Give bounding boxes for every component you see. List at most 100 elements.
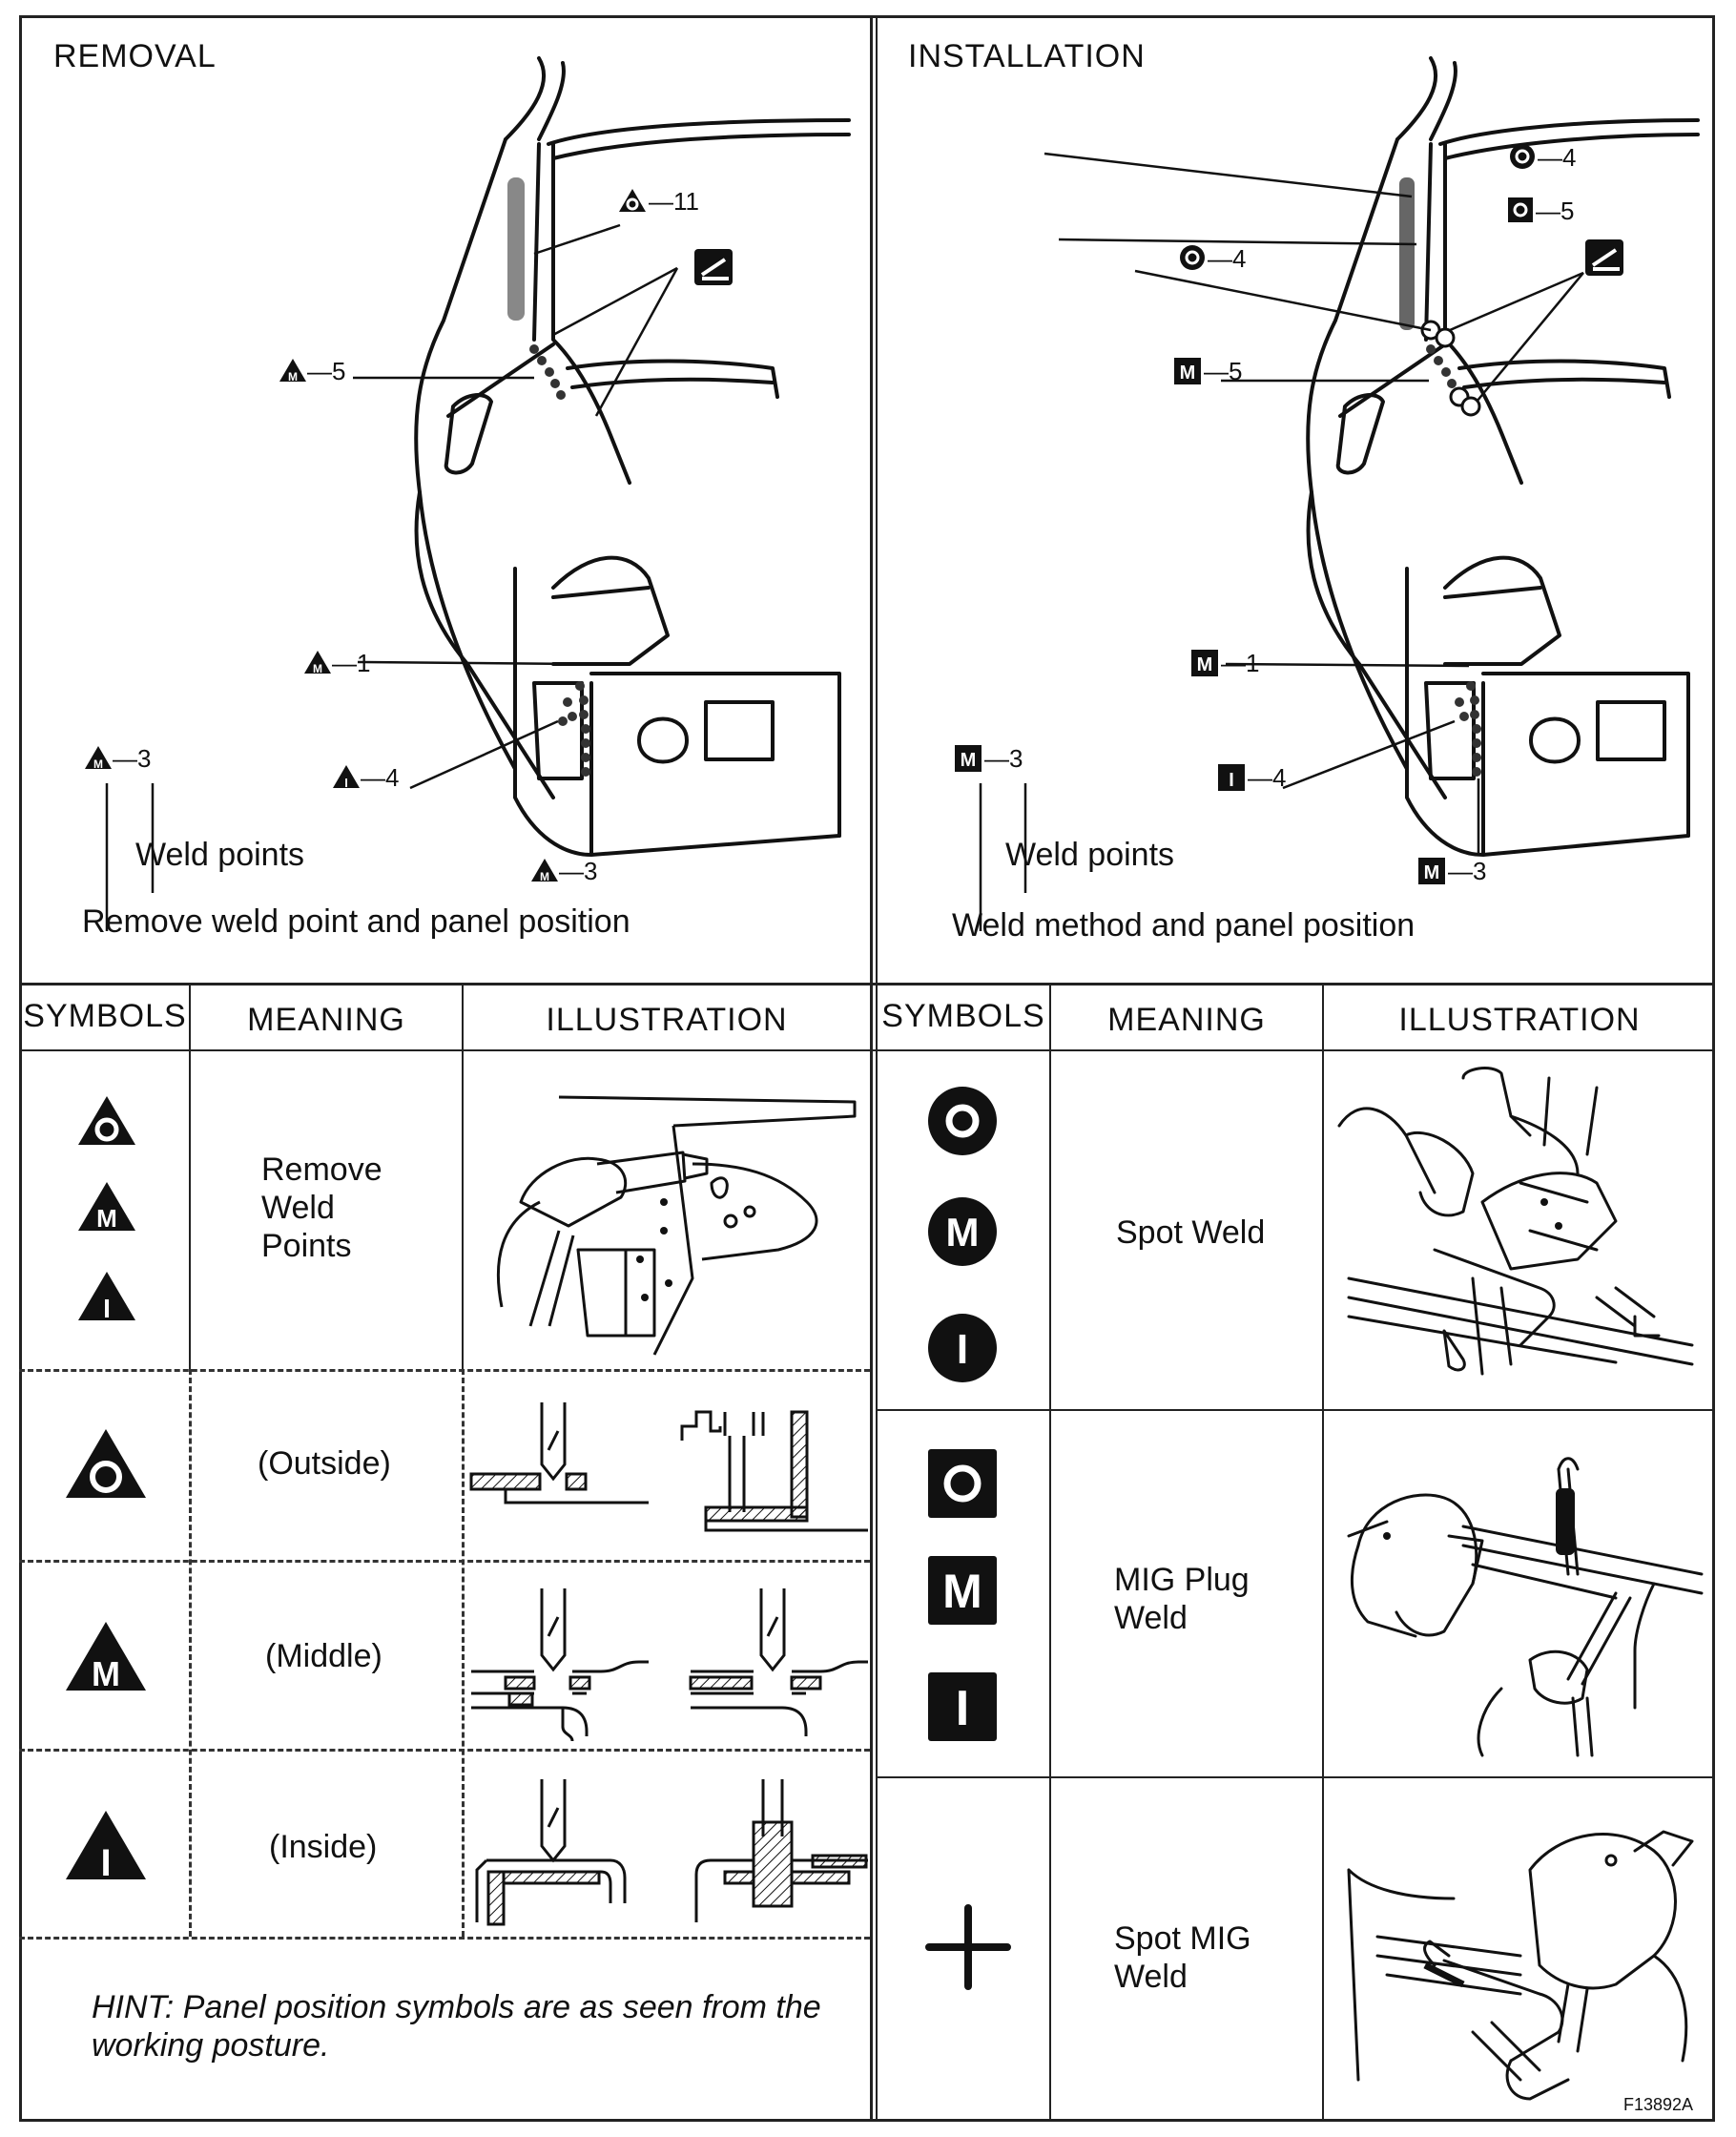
svg-text:I: I [100, 1842, 111, 1884]
meaning-outside: (Outside) [258, 1445, 391, 1482]
installation-body-diagram [979, 56, 1700, 931]
left-header-illustration: ILLUSTRATION [546, 1002, 788, 1038]
installation-callout-m-1-num: 1 [1246, 649, 1260, 677]
spot-weld-illustration [1337, 1067, 1694, 1376]
meaning-spot-weld: Spot Weld [1116, 1214, 1266, 1251]
removal-callout-3-num: 3 [584, 857, 598, 885]
svg-text:M: M [93, 757, 103, 771]
right-header-meaning: MEANING [1107, 1002, 1266, 1038]
removal-callout-3: —3 [559, 857, 598, 885]
removal-body-diagram [105, 56, 851, 931]
mig-plug-line-2: Weld [1114, 1600, 1188, 1636]
inside-illustration [475, 1779, 868, 1926]
left-col2-dashed [462, 1369, 465, 1937]
upper-lower-divider [19, 983, 1715, 986]
table-header-divider [19, 1049, 1715, 1051]
left-row-divider-4 [19, 1937, 870, 1940]
installation-callout-sq-5: —5 [1536, 197, 1575, 225]
meaning-line-1: Remove [261, 1151, 382, 1188]
left-col1-dashed [189, 1369, 192, 1937]
installation-callout-top-4: —4 [1538, 143, 1577, 172]
meaning-line-3: Points [261, 1228, 352, 1264]
meaning-inside: (Inside) [269, 1829, 378, 1865]
installation-callout-m-5: —5 [1204, 357, 1243, 385]
spot-mig-illustration [1347, 1830, 1694, 2101]
svg-text:M: M [961, 750, 977, 771]
mig-plug-illustration [1347, 1457, 1704, 1757]
svg-text:M: M [313, 662, 322, 675]
svg-text:M: M [942, 1565, 982, 1618]
meaning-line-2: Weld [261, 1190, 335, 1226]
removal-callout-5: —5 [307, 357, 346, 385]
center-divider [870, 15, 873, 2122]
drilling-illustration [496, 1095, 857, 1356]
removal-callout-5-num: 5 [332, 357, 346, 385]
installation-callout-left-4-num: 4 [1232, 244, 1247, 273]
svg-text:M: M [946, 1210, 980, 1255]
installation-callout-m-3-num: 3 [1473, 857, 1487, 885]
svg-text:I: I [103, 1294, 111, 1323]
installation-callout-top-4-num: 4 [1562, 143, 1577, 172]
removal-callout-1-num: 1 [357, 649, 371, 677]
right-col1-divider [1049, 983, 1051, 2122]
installation-weld-points-label: Weld points [1005, 837, 1175, 873]
removal-legend-3-num: 3 [137, 744, 152, 773]
left-row-divider-2 [19, 1560, 870, 1563]
meaning-middle: (Middle) [265, 1638, 382, 1674]
svg-text:M: M [1180, 363, 1196, 384]
right-header-symbols: SYMBOLS [881, 998, 1045, 1034]
svg-text:I: I [957, 1326, 968, 1373]
removal-callout-11: —11 [649, 187, 699, 216]
left-row-divider-3 [19, 1749, 870, 1752]
installation-callout-left-4: —4 [1208, 244, 1247, 273]
removal-callout-4-num: 4 [385, 763, 400, 792]
middle-illustration [471, 1588, 868, 1742]
svg-text:I: I [1229, 770, 1234, 791]
right-col2-divider [1322, 983, 1324, 2122]
left-row-divider-1 [19, 1369, 870, 1372]
installation-callout-sq-5-num: 5 [1560, 197, 1575, 225]
meaning-remove-weld-points: Remove Weld Points [261, 1151, 382, 1265]
figure-id: F13892A [1623, 2095, 1694, 2114]
installation-title: INSTALLATION [908, 38, 1146, 74]
diagram-frame [19, 15, 1715, 2122]
center-divider-2 [876, 15, 878, 2122]
removal-legend-label: Remove weld point and panel position [82, 903, 630, 940]
left-col2-divider [462, 983, 464, 1369]
right-row-divider-2 [878, 1776, 1715, 1778]
installation-callout-i-4: —4 [1248, 763, 1287, 792]
removal-callout-11-num: 11 [673, 187, 699, 216]
svg-text:M: M [1197, 654, 1213, 675]
hint-text: HINT: Panel position symbols are as seen… [92, 1989, 821, 2064]
svg-text:I: I [956, 1681, 969, 1736]
left-header-symbols: SYMBOLS [23, 998, 187, 1034]
removal-callout-1: —1 [332, 649, 371, 677]
meaning-mig-plug-weld: MIG Plug Weld [1114, 1561, 1250, 1637]
installation-legend-label: Weld method and panel position [952, 907, 1416, 944]
installation-legend-3: —3 [984, 744, 1023, 773]
svg-text:M: M [96, 1204, 117, 1233]
svg-text:M: M [288, 370, 298, 384]
installation-legend-3-num: 3 [1009, 744, 1023, 773]
spot-mig-line-1: Spot MIG [1114, 1920, 1251, 1957]
removal-weld-points-label: Weld points [135, 837, 305, 873]
left-col1-divider [189, 983, 191, 1369]
right-row-divider-1 [878, 1409, 1715, 1411]
installation-callout-m-3: —3 [1448, 857, 1487, 885]
removal-callout-4: —4 [361, 763, 400, 792]
svg-text:M: M [92, 1654, 120, 1693]
installation-callout-m-1: —1 [1221, 649, 1260, 677]
svg-text:M: M [1424, 862, 1440, 883]
removal-legend-3: —3 [113, 744, 152, 773]
right-header-illustration: ILLUSTRATION [1398, 1002, 1641, 1038]
svg-text:M: M [540, 870, 549, 883]
svg-text:I: I [344, 776, 348, 790]
spot-mig-line-2: Weld [1114, 1959, 1188, 1995]
left-header-meaning: MEANING [247, 1002, 405, 1038]
removal-title: REMOVAL [53, 38, 217, 74]
installation-callout-m-5-num: 5 [1229, 357, 1243, 385]
mig-plug-line-1: MIG Plug [1114, 1562, 1250, 1598]
outside-illustration [469, 1402, 868, 1532]
meaning-spot-mig-weld: Spot MIG Weld [1114, 1919, 1251, 1996]
installation-callout-i-4-num: 4 [1272, 763, 1287, 792]
